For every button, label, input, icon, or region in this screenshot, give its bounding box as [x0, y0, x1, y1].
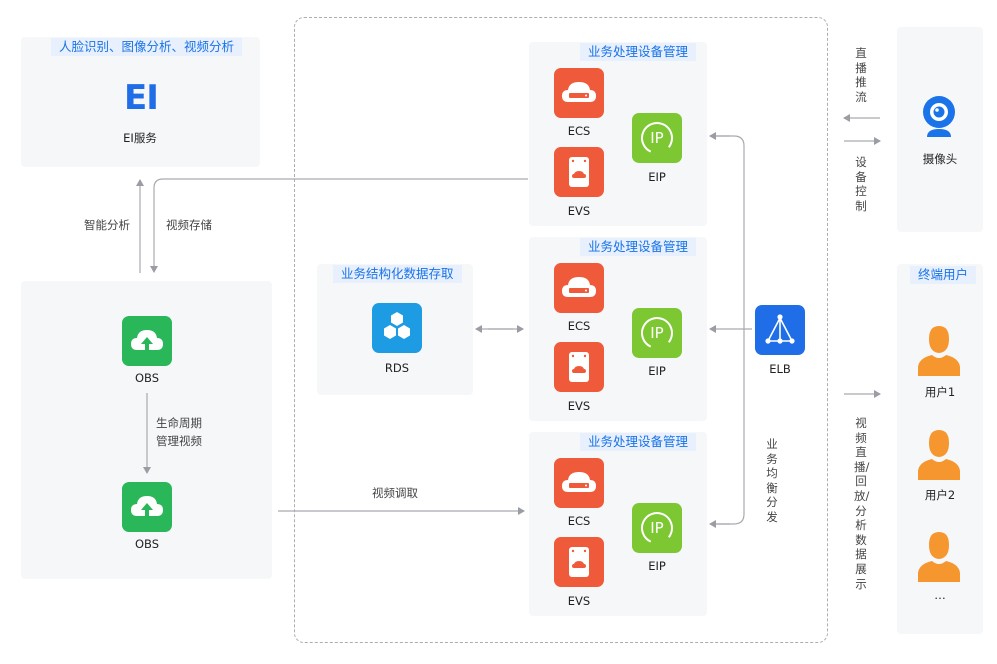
camera-push-label: 直播推流 [855, 46, 867, 104]
cloud-boundary [294, 17, 828, 643]
ecs-label-1: ECS [567, 124, 591, 138]
ei-panel [21, 37, 260, 167]
ecs-icon-3[interactable] [554, 458, 604, 508]
camera-label: 摄像头 [922, 152, 958, 166]
evs-label-2: EVS [567, 399, 591, 413]
hexagon-cluster-icon [384, 312, 410, 339]
lifecycle-label-2: 管理视频 [156, 434, 202, 448]
ip-text: IP [650, 129, 663, 147]
video-storage-arrow [150, 178, 528, 273]
ecs-icon-1[interactable] [554, 68, 604, 118]
evs-label-3: EVS [567, 594, 591, 608]
eip-label-2: EIP [648, 364, 666, 378]
eip-icon-3[interactable]: IP [632, 503, 682, 553]
cloud-upload-icon [131, 496, 163, 517]
rds-label: RDS [384, 361, 410, 375]
ei-label: EI服务 [123, 131, 157, 145]
user-label-more: … [934, 588, 946, 602]
webcam-icon [923, 96, 955, 137]
ip-icon: IP [641, 317, 673, 349]
obs-label-top: OBS [134, 371, 160, 385]
cloud-server-icon [562, 82, 596, 102]
ip-icon: IP [641, 512, 673, 544]
ecs-label-2: ECS [567, 319, 591, 333]
elb-note: 业务均衡分发 [766, 437, 778, 524]
rds-tag: 业务结构化数据存取 [333, 265, 462, 283]
obs-label-bottom: OBS [134, 537, 160, 551]
ei-tag: 人脸识别、图像分析、视频分析 [51, 38, 243, 56]
smart-analysis-label: 智能分析 [84, 218, 130, 232]
evs-label-1: EVS [567, 204, 591, 218]
ip-text: IP [650, 324, 663, 342]
lifecycle-label-1: 生命周期 [156, 416, 202, 430]
user-icon-2[interactable] [915, 426, 963, 480]
cloud-server-icon [562, 472, 596, 492]
user-label-2: 用户2 [924, 488, 956, 502]
disk-icon [569, 157, 589, 187]
users-tag: 终端用户 [910, 266, 977, 284]
eip-label-1: EIP [648, 170, 666, 184]
group-tag-2: 业务处理设备管理 [580, 238, 697, 256]
group-tag-3: 业务处理设备管理 [580, 433, 697, 451]
cloud-upload-icon [131, 330, 163, 351]
ecs-label-3: ECS [567, 514, 591, 528]
evs-icon-1[interactable] [554, 147, 604, 197]
camera-icon[interactable] [917, 93, 961, 141]
disk-icon [569, 547, 589, 577]
ei-logo: EI [124, 78, 159, 118]
users-note: 视频直播/回放/分析数据展示 [854, 416, 870, 591]
ip-text: IP [650, 519, 663, 537]
obs-icon-bottom[interactable] [122, 482, 172, 532]
eip-icon-2[interactable]: IP [632, 308, 682, 358]
video-storage-label: 视频存储 [166, 218, 212, 232]
camera-control-label: 设备控制 [855, 155, 867, 213]
user-label-1: 用户1 [924, 385, 956, 399]
person-icon [918, 532, 960, 582]
evs-icon-3[interactable] [554, 537, 604, 587]
user-icon-1[interactable] [915, 322, 963, 376]
ip-icon: IP [641, 122, 673, 154]
obs-icon-top[interactable] [122, 316, 172, 366]
eip-label-3: EIP [648, 559, 666, 573]
elb-label: ELB [769, 362, 791, 376]
person-icon [918, 430, 960, 480]
group-tag-1: 业务处理设备管理 [580, 43, 697, 61]
elb-bracket [712, 135, 745, 525]
disk-icon [569, 352, 589, 382]
cloud-server-icon [562, 277, 596, 297]
ecs-icon-2[interactable] [554, 263, 604, 313]
eip-icon-1[interactable]: IP [632, 113, 682, 163]
evs-icon-2[interactable] [554, 342, 604, 392]
elb-icon[interactable] [755, 305, 805, 355]
rds-icon[interactable] [372, 303, 422, 353]
video-retrieve-label: 视频调取 [372, 486, 418, 500]
user-icon-3[interactable] [915, 528, 963, 582]
person-icon [918, 326, 960, 376]
load-balancer-icon [765, 314, 795, 344]
